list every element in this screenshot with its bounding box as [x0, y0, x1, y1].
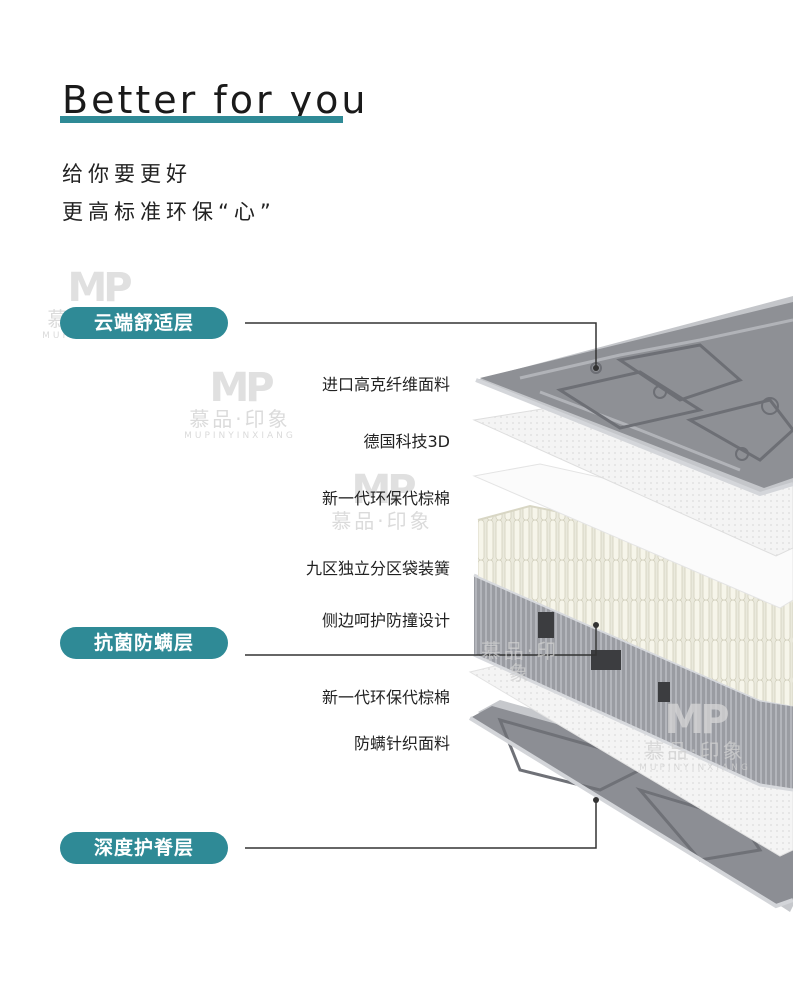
- brand-logo-icon: MP: [351, 467, 416, 513]
- brand-watermark: MP 慕品·印象 MUPINYINXIANG: [620, 700, 770, 774]
- brand-logo-icon: MP: [209, 365, 274, 411]
- section-pill-top: 云端舒适层: [60, 307, 228, 339]
- headline-title: Better for you: [62, 78, 369, 122]
- headline-underline: [60, 116, 343, 123]
- subtitle-line-2: 更高标准环保“心”: [62, 200, 276, 224]
- brand-watermark: 慕品·印象: [470, 640, 570, 684]
- section-pill-middle: 抗菌防螨层: [60, 627, 228, 659]
- layer-label: 进口高克纤维面料: [321, 375, 450, 394]
- brand-watermark: MP 慕品·印象 MUPINYINXIANG: [170, 368, 310, 442]
- watermark-brand-cn: 慕品·印象: [189, 407, 291, 431]
- section-pill-bottom: 深度护脊层: [60, 832, 228, 864]
- watermark-brand-cn: 慕品·印象: [331, 509, 433, 533]
- watermark-brand-en: MUPINYINXIANG: [639, 763, 751, 773]
- brand-logo-icon: MP: [664, 697, 729, 743]
- brand-watermark: MP 慕品·印象: [312, 470, 452, 532]
- subtitle-line-1: 给你要更好: [62, 162, 192, 186]
- connector-lines: [245, 322, 599, 849]
- layer-label: 德国科技3D: [363, 432, 450, 451]
- white-fiber-sheet: [472, 463, 793, 609]
- layer-label: 新一代环保代棕棉: [321, 489, 450, 508]
- bottom-fabric-layer: [468, 700, 793, 912]
- top-fabric-layer: [475, 296, 793, 497]
- layer-label: 防螨针织面料: [353, 734, 450, 753]
- layer-label: 九区独立分区袋装簧: [305, 559, 450, 578]
- watermark-brand-cn: 慕品·印象: [480, 639, 560, 685]
- 3d-mesh-sheet: [472, 407, 793, 557]
- watermark-brand-en: MUPINYINXIANG: [184, 431, 296, 441]
- layer-label: 新一代环保代棕棉: [321, 688, 450, 707]
- watermark-brand-cn: 慕品·印象: [644, 739, 746, 763]
- brand-logo-icon: MP: [67, 265, 132, 311]
- layer-label: 侧边呵护防撞设计: [321, 611, 450, 630]
